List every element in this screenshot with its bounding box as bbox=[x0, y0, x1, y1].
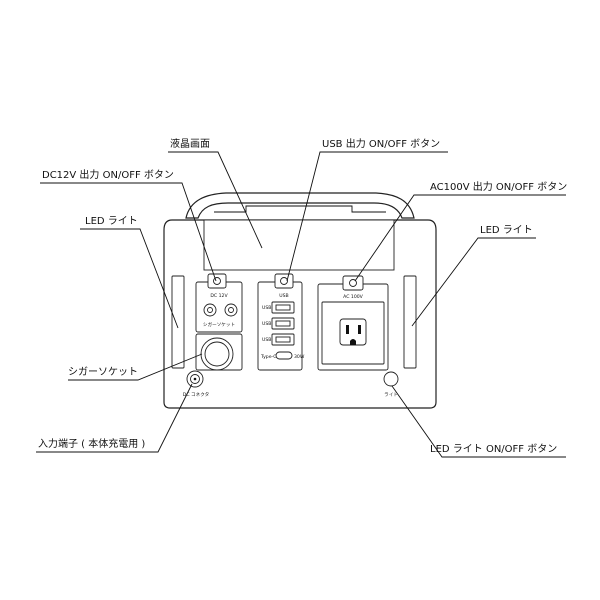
cigar-socket[interactable] bbox=[195, 333, 243, 371]
dc12v-panel-text: DC 12V bbox=[210, 293, 228, 299]
dc-input-connector[interactable] bbox=[186, 370, 204, 388]
label-usb-button: USB 出力 ON/OFF ボタン bbox=[322, 137, 440, 150]
dc-port-2-inner bbox=[228, 307, 234, 313]
usb-port-3-label: USB 5V bbox=[262, 337, 280, 343]
leader-usb bbox=[286, 151, 448, 282]
dc-port-1-inner bbox=[207, 307, 213, 313]
label-lcd-screen: 液晶画面 bbox=[170, 137, 210, 150]
label-cigar-socket: シガーソケット bbox=[68, 366, 138, 378]
ac-outlet-slot-right bbox=[358, 325, 361, 334]
usb-port-3-inner bbox=[275, 336, 291, 343]
dc12v-button-dot bbox=[213, 277, 221, 285]
usb-panel-text: USB bbox=[279, 293, 288, 299]
leader-input bbox=[36, 383, 193, 453]
label-led-light-right: LED ライト bbox=[480, 224, 533, 236]
label-led-light-left: LED ライト bbox=[85, 215, 138, 227]
leader-lcd bbox=[168, 151, 263, 249]
leader-cigar bbox=[68, 353, 203, 381]
ac100v-button-dot bbox=[349, 279, 357, 287]
usb-panel: USB USB 5V USB 5V USB 5V Type-C PD 30W bbox=[257, 273, 305, 371]
ac-outlet-ground bbox=[350, 339, 356, 345]
cigar-socket-small-text: シガーソケット bbox=[203, 321, 235, 328]
usb-port-2-inner bbox=[275, 320, 291, 327]
usb-port-2-label: USB 5V bbox=[262, 321, 280, 327]
usb-button-dot bbox=[280, 277, 288, 285]
carry-handle bbox=[185, 192, 415, 219]
usb-port-1-label: USB 5V bbox=[262, 305, 280, 311]
leader-led-button bbox=[391, 385, 566, 458]
led-light-button[interactable] bbox=[383, 371, 399, 387]
label-input-terminal: 入力端子 ( 本体充電用 ) bbox=[38, 437, 145, 450]
lcd-screen bbox=[203, 219, 395, 271]
leader-dc12v bbox=[40, 182, 217, 282]
usb-port-1-inner bbox=[275, 304, 291, 311]
light-text: ライト bbox=[384, 392, 398, 398]
usb-typec-port[interactable] bbox=[275, 351, 293, 360]
typec-label: Type-C PD bbox=[260, 354, 285, 360]
label-ac100v-button: AC100V 出力 ON/OFF ボタン bbox=[430, 180, 567, 193]
led-light-left bbox=[171, 275, 185, 369]
leader-led-right bbox=[411, 237, 536, 327]
leader-ac100v bbox=[354, 194, 566, 282]
label-dc12v-button: DC12V 出力 ON/OFF ボタン bbox=[42, 168, 174, 181]
led-light-right bbox=[403, 275, 417, 369]
ac-outlet-slot-left bbox=[346, 325, 349, 334]
leader-led-left bbox=[80, 228, 179, 329]
typec-power-text: 30W bbox=[294, 354, 305, 360]
label-led-button: LED ライト ON/OFF ボタン bbox=[430, 443, 557, 455]
ac100v-panel: AC 100V bbox=[317, 275, 389, 371]
ac100v-panel-text: AC 100V bbox=[343, 294, 363, 300]
dc12v-panel: DC 12V シガーソケット bbox=[195, 273, 243, 333]
dc-connector-text: DC コネクタ bbox=[183, 391, 209, 398]
